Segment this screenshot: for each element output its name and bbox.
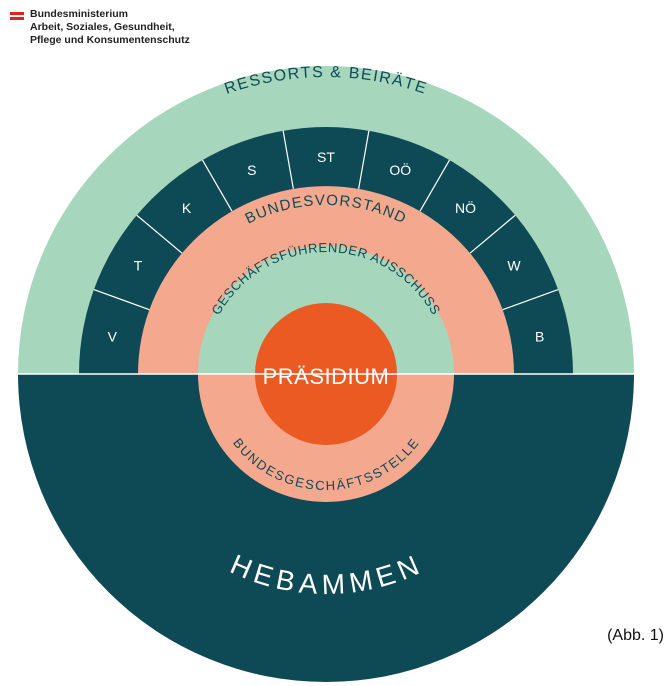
region-labels: V T K S ST OÖ NÖ W B <box>108 149 545 344</box>
region-label-st: ST <box>317 149 335 165</box>
hebammen-base-section <box>18 374 634 682</box>
ministry-name: Bundesministerium Arbeit, Soziales, Gesu… <box>30 8 190 47</box>
region-divider <box>93 288 150 311</box>
ministry-line-1: Bundesministerium <box>30 8 129 20</box>
praesidium-label: PRÄSIDIUM <box>263 364 390 389</box>
region-divider <box>136 214 183 254</box>
region-divider <box>201 159 233 212</box>
region-label-nö: NÖ <box>455 199 476 216</box>
region-label-s: S <box>247 162 256 178</box>
region-label-v: V <box>108 328 118 344</box>
region-divider <box>419 159 451 212</box>
region-label-oö: OÖ <box>389 161 411 178</box>
region-dividers <box>93 130 559 311</box>
region-divider <box>502 288 559 311</box>
region-divider <box>282 130 294 189</box>
region-divider <box>469 214 516 254</box>
region-label-b: B <box>535 328 544 344</box>
ministry-line-3: Pflege und Konsumentenschutz <box>30 34 190 46</box>
austria-flag-icon <box>10 12 24 47</box>
region-label-w: W <box>507 258 521 274</box>
region-label-k: K <box>182 200 192 216</box>
region-label-t: T <box>134 258 143 274</box>
region-divider <box>358 130 370 189</box>
ministry-logo: Bundesministerium Arbeit, Soziales, Gesu… <box>10 8 190 47</box>
figure-caption: (Abb. 1) <box>607 627 664 644</box>
ministry-line-2: Arbeit, Soziales, Gesundheit, <box>30 21 175 33</box>
